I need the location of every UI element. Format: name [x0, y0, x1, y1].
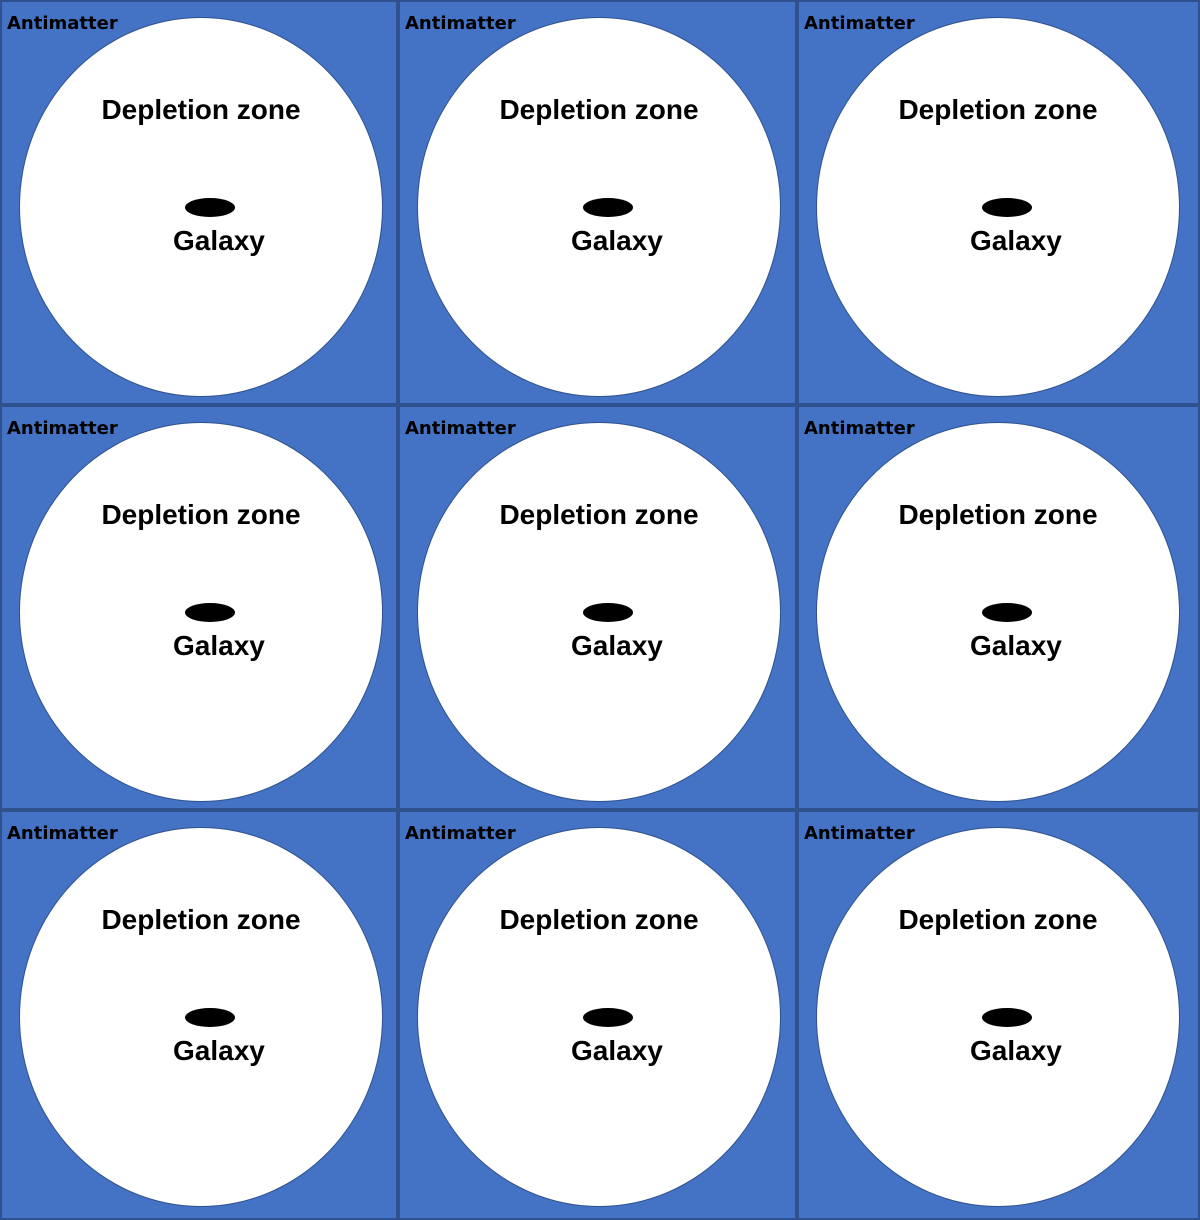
galaxy-label: Galaxy [970, 225, 1062, 256]
depletion-zone-label: Depletion zone [499, 94, 699, 125]
antimatter-label: Antimatter [804, 823, 915, 844]
antimatter-label: Antimatter [405, 13, 516, 34]
antimatter-label: Antimatter [7, 823, 118, 844]
depletion-zone-circle: Depletion zone Galaxy [19, 827, 383, 1207]
antimatter-label: Antimatter [804, 418, 915, 439]
galaxy-ellipse [982, 603, 1032, 622]
galaxy-ellipse [583, 198, 633, 217]
antimatter-label: Antimatter [7, 418, 118, 439]
antimatter-label: Antimatter [405, 823, 516, 844]
diagram-cell: Antimatter Depletion zone Galaxy [398, 0, 797, 405]
galaxy-label: Galaxy [970, 630, 1062, 661]
depletion-zone-circle: Depletion zone Galaxy [19, 17, 383, 397]
diagram-cell: Antimatter Depletion zone Galaxy [0, 0, 398, 405]
diagram-cell: Antimatter Depletion zone Galaxy [0, 405, 398, 810]
depletion-zone-label: Depletion zone [101, 904, 301, 935]
galaxy-label: Galaxy [173, 225, 265, 256]
galaxy-ellipse [185, 198, 235, 217]
antimatter-label: Antimatter [7, 13, 118, 34]
galaxy-ellipse [185, 1008, 235, 1027]
diagram-cell: Antimatter Depletion zone Galaxy [797, 0, 1200, 405]
galaxy-ellipse [185, 603, 235, 622]
depletion-zone-label: Depletion zone [898, 904, 1098, 935]
galaxy-label: Galaxy [173, 1035, 265, 1066]
antimatter-label: Antimatter [405, 418, 516, 439]
diagram-cell: Antimatter Depletion zone Galaxy [797, 405, 1200, 810]
depletion-zone-circle: Depletion zone Galaxy [816, 827, 1180, 1207]
depletion-zone-circle: Depletion zone Galaxy [19, 422, 383, 802]
galaxy-label: Galaxy [571, 1035, 663, 1066]
depletion-zone-circle: Depletion zone Galaxy [816, 17, 1180, 397]
galaxy-label: Galaxy [571, 225, 663, 256]
galaxy-label: Galaxy [970, 1035, 1062, 1066]
depletion-zone-label: Depletion zone [499, 904, 699, 935]
galaxy-label: Galaxy [571, 630, 663, 661]
depletion-zone-label: Depletion zone [101, 94, 301, 125]
depletion-zone-circle: Depletion zone Galaxy [816, 422, 1180, 802]
galaxy-ellipse [583, 1008, 633, 1027]
depletion-zone-circle: Depletion zone Galaxy [417, 17, 781, 397]
depletion-zone-label: Depletion zone [499, 499, 699, 530]
galaxy-label: Galaxy [173, 630, 265, 661]
depletion-zone-label: Depletion zone [898, 94, 1098, 125]
diagram-cell: Antimatter Depletion zone Galaxy [398, 405, 797, 810]
galaxy-ellipse [982, 198, 1032, 217]
depletion-zone-circle: Depletion zone Galaxy [417, 422, 781, 802]
diagram-cell: Antimatter Depletion zone Galaxy [797, 810, 1200, 1220]
galaxy-ellipse [583, 603, 633, 622]
depletion-zone-circle: Depletion zone Galaxy [417, 827, 781, 1207]
depletion-zone-label: Depletion zone [101, 499, 301, 530]
depletion-zone-label: Depletion zone [898, 499, 1098, 530]
galaxy-ellipse [982, 1008, 1032, 1027]
diagram-cell: Antimatter Depletion zone Galaxy [0, 810, 398, 1220]
antimatter-label: Antimatter [804, 13, 915, 34]
diagram-cell: Antimatter Depletion zone Galaxy [398, 810, 797, 1220]
